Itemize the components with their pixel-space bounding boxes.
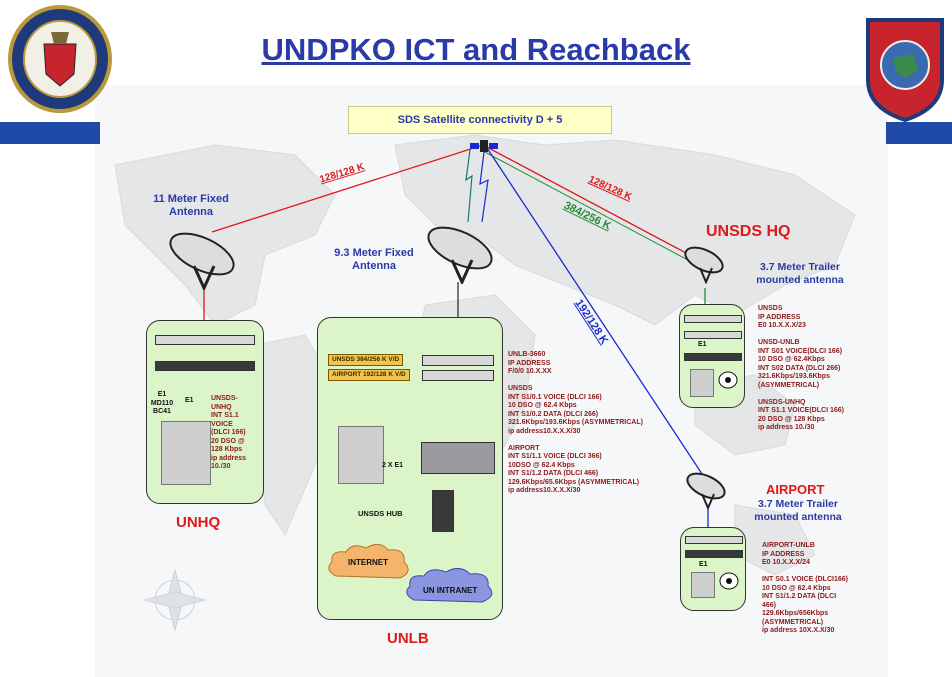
internet-cloud-icon <box>324 540 412 584</box>
e1-label-left: E1 MD110 BC41 <box>150 391 174 415</box>
network-hub-icon <box>718 371 738 389</box>
dish-antenna-unhq-icon <box>164 226 244 290</box>
site-box-airport: E1 <box>680 527 746 611</box>
equipment-rack <box>685 550 743 558</box>
slide-title: UNDPKO ICT and Reachback <box>261 32 691 67</box>
equipment-rack <box>684 315 742 323</box>
router-device <box>421 442 495 474</box>
network-hub-icon <box>719 572 739 590</box>
e1-label: E1 <box>698 341 707 348</box>
center-seal-logo <box>858 10 952 122</box>
airport-vd-label: AIRPORT 192/128 K V/D <box>328 369 410 381</box>
site-box-unlb: UNSDS 384/256 K V/D AIRPORT 192/128 K V/… <box>317 317 503 620</box>
dish-antenna-unsds-icon <box>682 242 730 284</box>
antenna-label-airport: 3.7 Meter Trailer mounted antenna <box>754 498 842 523</box>
server-tower <box>432 490 454 532</box>
national-defense-university-seal-logo <box>4 4 116 114</box>
hub-label: UNSDS HUB <box>358 509 403 518</box>
site-details-unhq: UNSDS- UNHQ INT S1.1 VOICE (DLCI 166) 20… <box>211 395 247 470</box>
site-details-unlb: UNLB-3660 IP ADDRESS F/0/0 10.X.XX UNSDS… <box>508 351 643 494</box>
pbx-equipment <box>691 572 715 598</box>
antenna-label-unhq: 11 Meter Fixed Antenna <box>153 193 229 218</box>
dish-antenna-airport-icon <box>684 468 732 510</box>
compass-rose <box>143 568 207 632</box>
equipment-rack <box>155 335 255 345</box>
connectivity-banner: SDS Satellite connectivity D + 5 <box>348 106 612 134</box>
dish-antenna-unlb-icon <box>422 220 502 284</box>
antenna-label-unsds: 3.7 Meter Trailer mounted antenna <box>756 261 844 286</box>
two-e1-label: 2 X E1 <box>382 462 404 469</box>
site-name-unsds: UNSDS HQ <box>706 223 791 240</box>
modem-rack <box>422 355 494 366</box>
accent-bar-left <box>0 122 100 144</box>
site-name-airport: AIRPORT <box>766 482 825 497</box>
site-box-unhq: E1 MD110 BC41 E1 UNSDS- UNHQ INT S1.1 VO… <box>146 320 264 504</box>
antenna-label-unlb: 9.3 Meter Fixed Antenna <box>334 247 414 272</box>
satellite-icon <box>470 136 498 156</box>
internet-label: INTERNET <box>348 558 388 567</box>
intranet-label: UN INTRANET <box>423 586 478 595</box>
site-box-unsds: E1 <box>679 304 745 408</box>
pbx-equipment <box>161 421 211 485</box>
equipment-rack <box>684 331 742 339</box>
e1-label: E1 <box>185 397 194 404</box>
site-details-airport: AIRPORT-UNLB IP ADDRESS E0 10.X.X.X/24 I… <box>762 542 848 634</box>
intranet-cloud-icon <box>402 564 496 608</box>
site-name-unhq: UNHQ <box>176 514 221 531</box>
equipment-rack <box>155 361 255 371</box>
site-name-unlb: UNLB <box>387 630 429 647</box>
equipment-rack <box>685 536 743 544</box>
pbx-equipment <box>690 369 714 397</box>
e1-label: E1 <box>699 561 708 568</box>
pbx-equipment <box>338 426 384 484</box>
unsds-vd-label: UNSDS 384/256 K V/D <box>328 354 404 366</box>
equipment-rack <box>684 353 742 361</box>
modem-rack <box>422 370 494 381</box>
site-details-unsds: UNSDS IP ADDRESS E0 10.X.X.X/23 UNSD-UNL… <box>758 305 844 431</box>
accent-bar-right <box>886 122 952 144</box>
